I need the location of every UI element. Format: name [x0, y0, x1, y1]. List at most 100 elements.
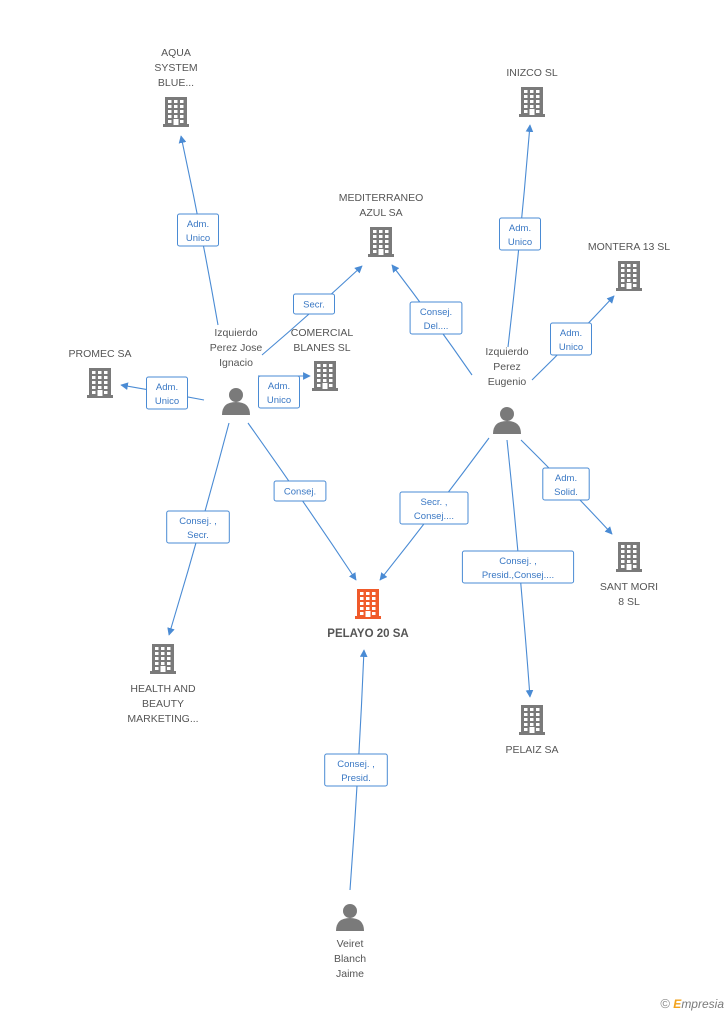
edge-ipji-to-pelayo: Consej. — [247, 422, 357, 581]
node-label: MEDITERRANEO — [339, 192, 424, 204]
edge-label-frame — [542, 467, 590, 501]
person-icon[interactable] — [222, 388, 250, 415]
edge-label-box[interactable]: Consej. Del.... — [409, 301, 463, 335]
node-label: INIZCO SL — [506, 67, 558, 79]
edge-label-text: Unico — [508, 237, 532, 248]
node-label: PELAYO 20 SA — [327, 628, 408, 640]
edge-label-box[interactable]: Adm.Unico — [258, 375, 300, 409]
brand-name: mpresia — [681, 997, 724, 1011]
building-icon[interactable] — [312, 361, 338, 391]
edge-ipji-to-promec: Adm. Unico — [120, 376, 205, 410]
edge-label-text: Secr. , — [421, 497, 448, 508]
edge-label-text: Unico — [155, 396, 179, 407]
node-label: HEALTH AND — [130, 683, 196, 695]
node-label: SANT MORI — [600, 581, 658, 593]
edge-label-frame — [409, 301, 463, 335]
node-label: Ignacio — [219, 357, 253, 369]
building-icon[interactable] — [368, 227, 394, 257]
node-label: Perez — [493, 361, 520, 373]
brand-logo: © Empresia — [660, 996, 724, 1011]
node-pelayo[interactable]: PELAYO 20 SA — [327, 589, 409, 640]
node-label: Blanch — [334, 953, 366, 965]
node-label: PROMEC SA — [68, 348, 131, 360]
edge-label-text: Secr. — [187, 530, 209, 541]
node-promec[interactable]: PROMEC SA — [68, 348, 132, 398]
node-health[interactable]: HEALTH AND BEAUTY MARKETING... — [127, 644, 199, 725]
edge-label-text: Adm. — [187, 219, 209, 230]
edge-label-text: Presid. — [341, 773, 371, 784]
node-label: Izquierdo — [214, 327, 257, 339]
node-label: BEAUTY — [142, 698, 184, 710]
edge-ipe-to-inizco: Adm. Unico — [499, 124, 541, 348]
edge-label-text: Presid.,Consej.... — [482, 570, 554, 581]
edge-label-text: Del.... — [424, 321, 449, 332]
edge-label-box[interactable]: Secr. — [293, 293, 335, 315]
edge-label-frame — [166, 510, 230, 544]
edges-layer: Adm.UnicoSecr.Adm.UnicoAdm.UnicoConsej. … — [120, 124, 615, 891]
edge-label-box[interactable]: Adm. Unico — [146, 376, 188, 410]
edge-label-text: Solid. — [554, 487, 578, 498]
edge-label-box[interactable]: Adm.Unico — [550, 322, 592, 356]
building-icon[interactable] — [355, 589, 381, 619]
node-inizco[interactable]: INIZCO SL — [506, 67, 558, 117]
node-label: Izquierdo — [485, 346, 528, 358]
node-santmori[interactable]: SANT MORI 8 SL — [600, 542, 658, 608]
edge-label-box[interactable]: Adm. Unico — [177, 213, 219, 247]
edge-label-box[interactable]: Consej. — [273, 480, 327, 502]
edge-label-box[interactable]: Consej. ,Secr. — [166, 510, 230, 544]
edge-label-box[interactable]: Consej. , Presid. — [324, 753, 388, 787]
edge-ipe-to-mediterraneo: Consej. Del.... — [391, 264, 473, 376]
edge-ipji-to-mediterraneo: Secr. — [261, 265, 363, 356]
edge-label-text: Consej. — [420, 307, 452, 318]
building-icon[interactable] — [519, 87, 545, 117]
building-icon[interactable] — [163, 97, 189, 127]
edge-label-text: Adm. — [555, 473, 577, 484]
person-icon[interactable] — [336, 904, 364, 931]
node-label: PELAIZ SA — [505, 744, 558, 756]
node-label: MONTERA 13 SL — [588, 241, 670, 253]
edge-label-text: Adm. — [156, 382, 178, 393]
node-label: MARKETING... — [127, 713, 198, 725]
building-icon[interactable] — [616, 261, 642, 291]
edge-label-text: Unico — [559, 342, 583, 353]
edge-label-text: Unico — [186, 233, 210, 244]
node-aqua[interactable]: AQUASYSTEMBLUE... — [154, 47, 198, 127]
edge-label-text: Consej. , — [337, 759, 375, 770]
node-label: BLANES SL — [293, 342, 350, 354]
edge-ipe-to-pelaiz: Consej. , Presid.,Consej.... — [461, 439, 575, 698]
copyright-symbol: © — [660, 996, 670, 1011]
building-icon[interactable] — [616, 542, 642, 572]
edge-ipe-to-montera: Adm.Unico — [531, 295, 615, 381]
edge-label-text: Adm. — [509, 223, 531, 234]
node-label: BLUE... — [158, 77, 194, 89]
edge-label-text: Consej. , — [499, 556, 537, 567]
node-label: Eugenio — [488, 376, 527, 388]
edge-label-box[interactable]: Consej. , Presid.,Consej.... — [461, 550, 575, 584]
node-pelaiz[interactable]: PELAIZ SA — [505, 705, 559, 756]
edge-label-frame — [146, 376, 188, 410]
edge-label-frame — [324, 753, 388, 787]
edge-label-box[interactable]: Secr. ,Consej.... — [399, 491, 469, 525]
edge-label-box[interactable]: Adm. Solid. — [542, 467, 590, 501]
node-label: SYSTEM — [154, 62, 197, 74]
node-label: Veiret — [337, 938, 364, 950]
edge-label-box[interactable]: Adm. Unico — [499, 217, 541, 251]
building-icon[interactable] — [150, 644, 176, 674]
building-icon[interactable] — [87, 368, 113, 398]
edge-label-frame — [461, 550, 575, 584]
building-icon[interactable] — [519, 705, 545, 735]
edge-label-text: Adm. — [268, 381, 290, 392]
person-icon[interactable] — [493, 407, 521, 434]
edge-ipji-to-aqua: Adm. Unico — [177, 135, 219, 326]
node-label: 8 SL — [618, 596, 640, 608]
node-montera[interactable]: MONTERA 13 SL — [588, 241, 670, 291]
edge-label-text: Secr. — [303, 300, 325, 311]
edge-ipji-to-health: Consej. ,Secr. — [166, 422, 230, 636]
